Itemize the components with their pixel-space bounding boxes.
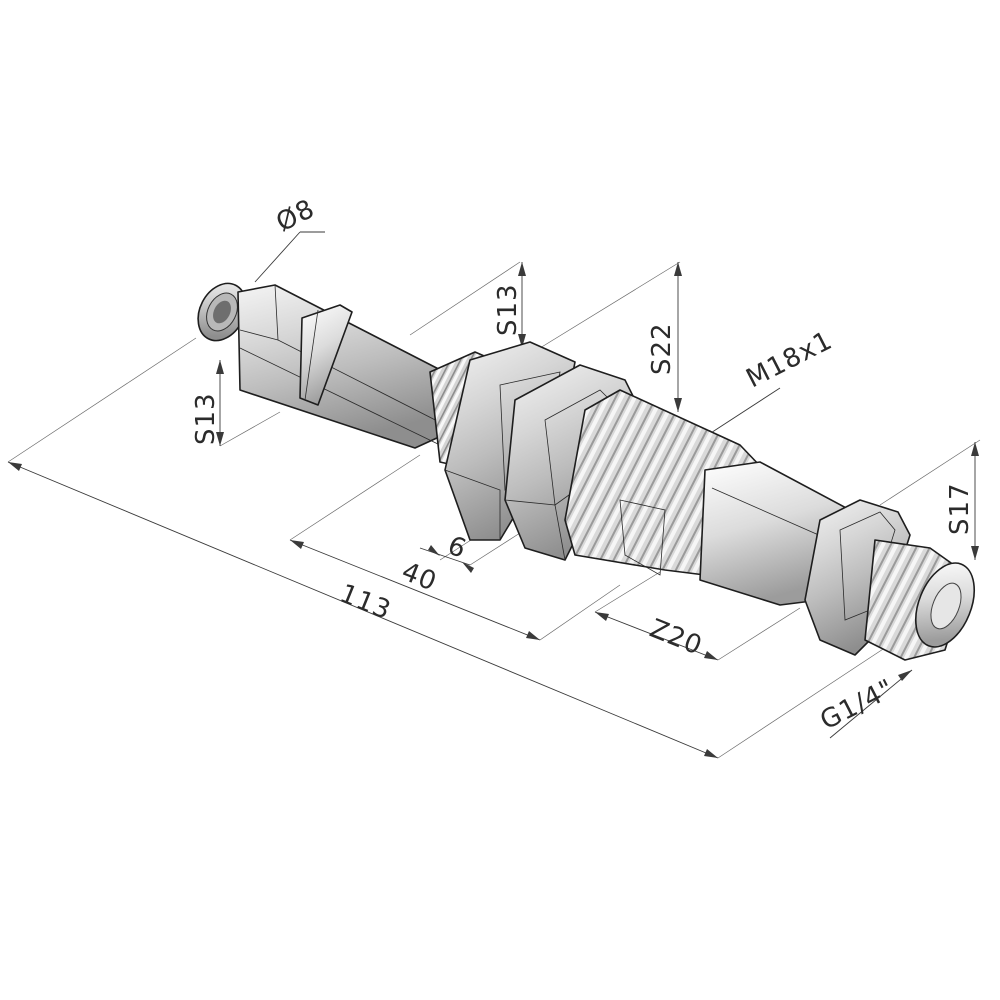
dim-label-s13-left: S13	[191, 392, 221, 445]
dim-label-s17: S17	[945, 482, 975, 535]
dim-label-113: 113	[335, 579, 395, 627]
dim-label-g14: G1/4"	[816, 674, 900, 737]
dim-label-40: 40	[397, 557, 441, 598]
dim-label-m18x1: M18x1	[742, 326, 838, 395]
dim-label-6: 6	[443, 531, 471, 565]
dim-label-z20: Z20	[645, 614, 706, 662]
dimension-lines	[7, 231, 979, 759]
dim-label-s22: S22	[647, 322, 677, 375]
dim-label-s13-top: S13	[493, 283, 523, 336]
fitting-body	[197, 282, 976, 661]
